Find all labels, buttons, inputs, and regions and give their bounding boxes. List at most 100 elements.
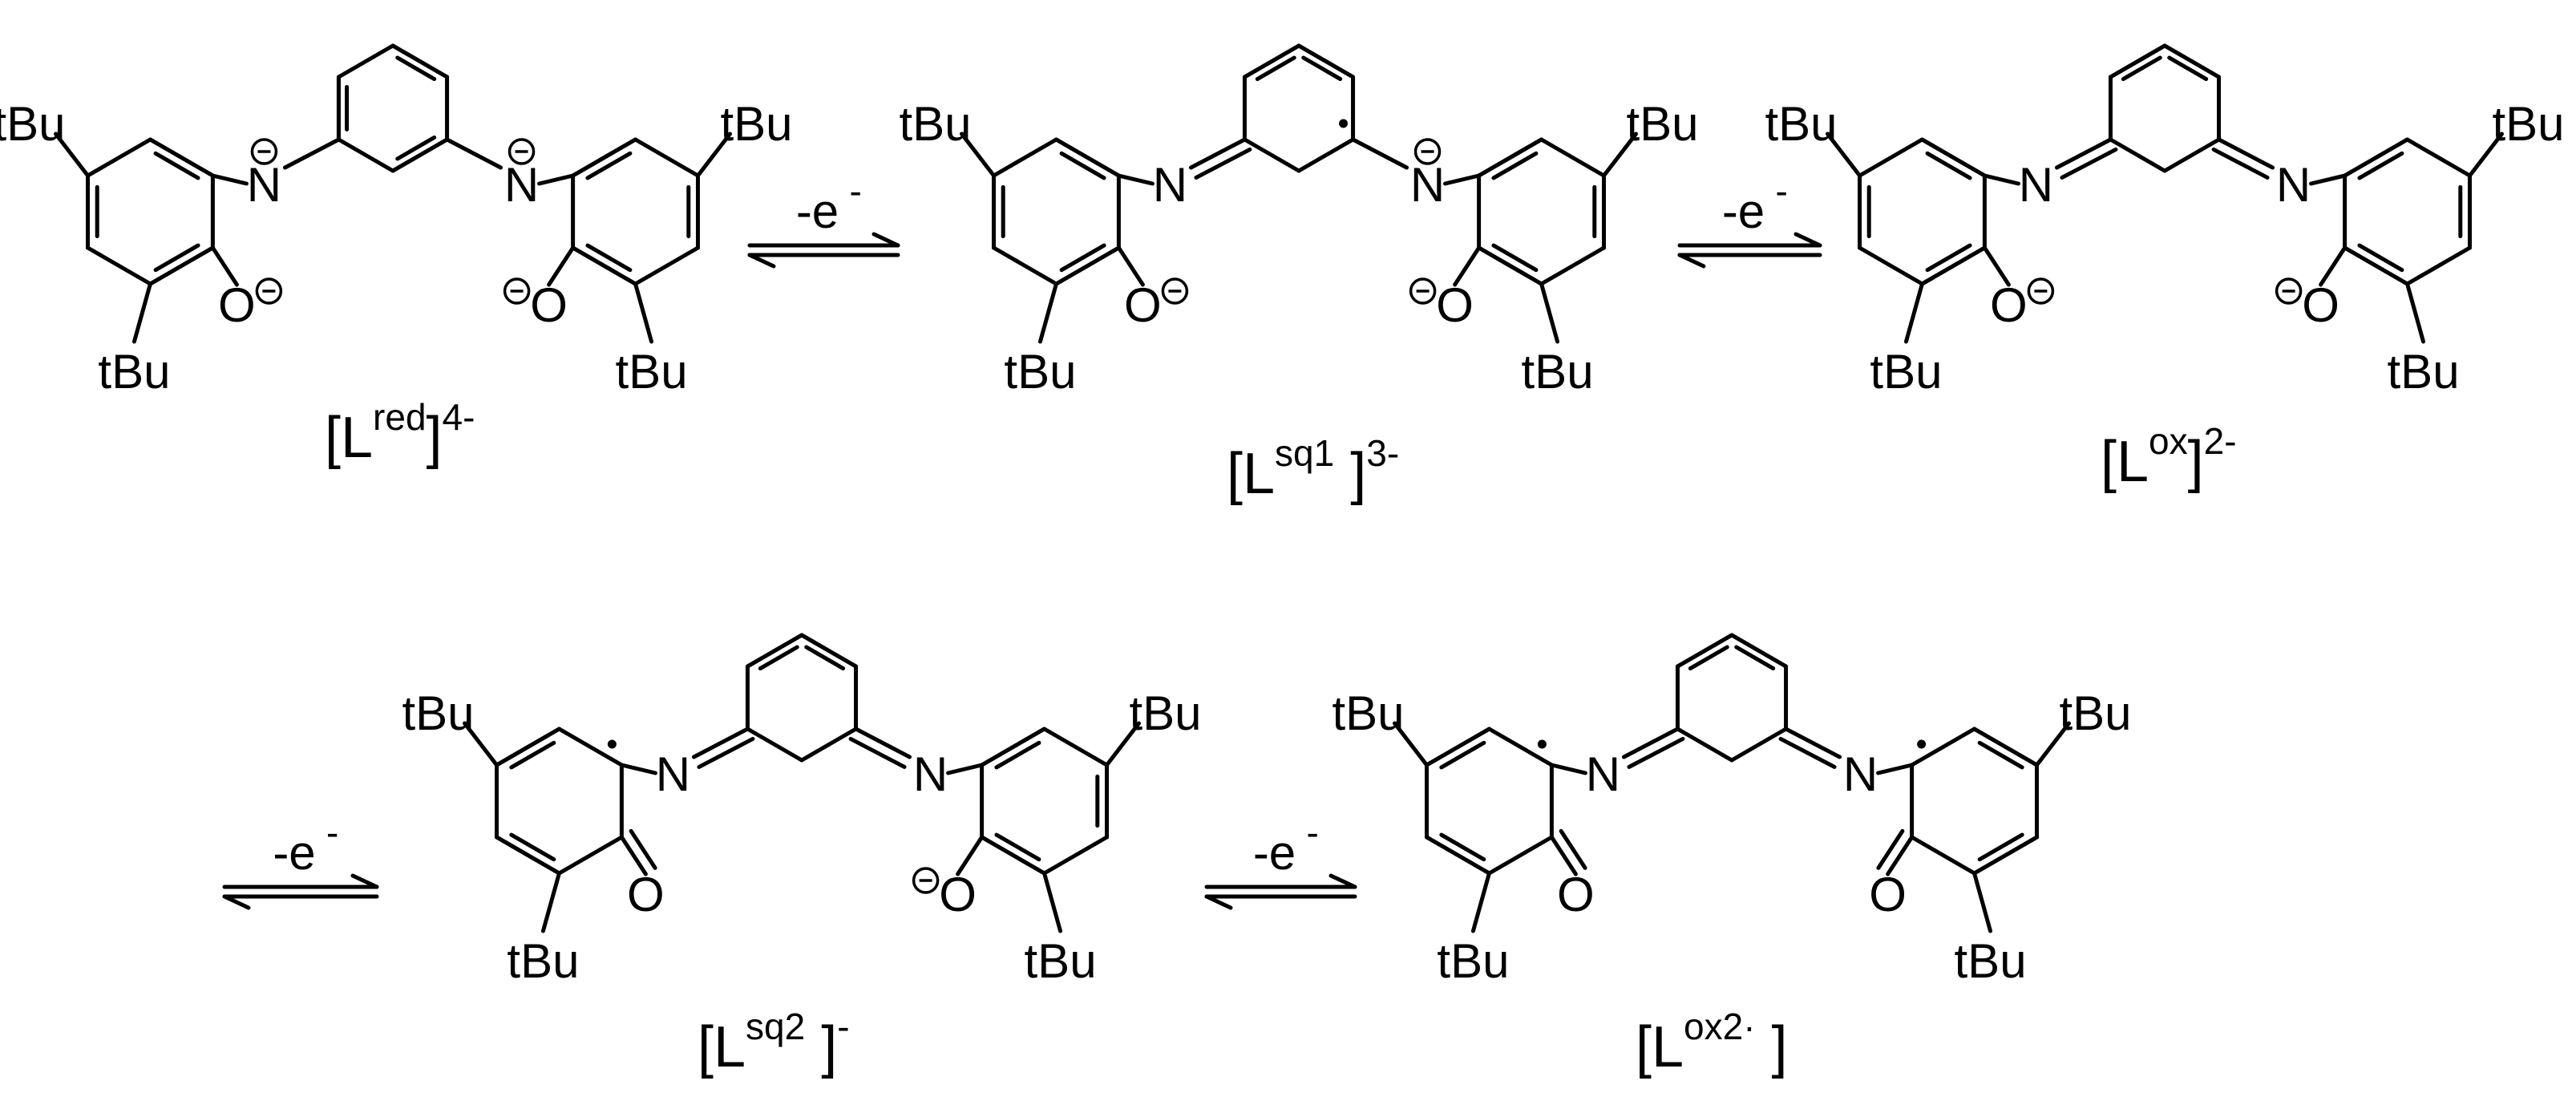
reverse-arrow-head [1677, 253, 1706, 269]
bond-line [1393, 721, 1430, 767]
oxygen-atom: O [2302, 278, 2339, 332]
double-bond-line [1491, 243, 1539, 273]
tbu-label: tBu [1626, 97, 1698, 151]
bond-line [1539, 245, 1606, 286]
bond-line [854, 727, 912, 759]
bond-line [1910, 835, 1977, 876]
bond-line [1972, 727, 2039, 767]
radical-dot-icon [607, 739, 617, 749]
double-bond-line [1627, 736, 1685, 769]
forward-arrow-head [350, 873, 379, 889]
negative-charge-icon [2027, 277, 2055, 305]
bond-line [1443, 173, 1482, 186]
species-label-text: [Lox]2- [2101, 420, 2237, 494]
bond-line [1729, 633, 1789, 669]
species-labels-layer: [Lred]4-[Lsq1 ]3-[Lox]2-[Lsq2 ]-[Lox2· ] [325, 396, 2237, 1079]
reverse-arrow-head [222, 894, 251, 910]
bond-line [992, 245, 1058, 286]
bond-line [1425, 727, 1491, 767]
double-bond-line [994, 740, 1041, 770]
double-bond-line [804, 645, 846, 671]
equilibrium-arrow: -e- [1677, 170, 1822, 269]
tbu-label: tBu [1437, 934, 1509, 988]
double-bond-line [629, 828, 657, 870]
oxygen-atom: O [530, 278, 568, 332]
bond-line [336, 43, 395, 79]
bond-line [1729, 727, 1789, 763]
reverse-arrow-head [747, 253, 776, 269]
bond-line [980, 835, 1047, 876]
bond-line [619, 763, 657, 775]
bond-line [799, 633, 859, 669]
nitrogen-atom: N [1843, 747, 1878, 801]
bond-line [1675, 727, 1734, 763]
tbu-label: tBu [1332, 686, 1404, 740]
double-bond-line [509, 740, 556, 770]
bond-line [2405, 137, 2472, 178]
double-bond-line [2121, 55, 2162, 82]
double-bond-line [994, 832, 1041, 862]
bond-line [86, 245, 152, 286]
equilibrium-arrow: -e- [222, 812, 379, 910]
bond-line [1858, 245, 1924, 286]
double-bond-line [2357, 243, 2404, 273]
bond-line [2034, 721, 2071, 767]
nitrogen-atom: N [1586, 747, 1620, 801]
bond-line [2319, 245, 2348, 287]
species-label-text: [Lred]4- [325, 396, 475, 470]
equilibrium-arrow: -e- [1204, 812, 1357, 910]
bond-line [1972, 835, 2039, 876]
bond-line [2405, 245, 2472, 286]
bond-line [537, 173, 576, 186]
bond-line [86, 137, 152, 178]
bond-line [1042, 835, 1109, 876]
bond-line [799, 727, 859, 763]
bond-line [1477, 245, 1544, 286]
bond-line [1784, 727, 1842, 759]
species-label-text: [Lox2· ] [1636, 1006, 1788, 1079]
bond-line [1621, 727, 1680, 759]
negative-charge-icon [508, 138, 536, 165]
species-label-2: [Lsq1 ]3- [1227, 432, 1399, 506]
double-bond-line [758, 645, 799, 671]
bond-line [2405, 281, 2426, 344]
negative-charge-icon [1409, 277, 1437, 305]
equilibrium-arrow: -e- [747, 170, 900, 269]
oxygen-atom: O [1557, 868, 1595, 921]
double-bond-line [1059, 151, 1106, 180]
bond-line [1242, 137, 1301, 173]
bond-line [1982, 173, 2020, 186]
bond-line [1188, 137, 1247, 170]
bond-line [1486, 727, 1554, 767]
double-bond-line [1925, 243, 1972, 273]
bond-line [495, 727, 561, 767]
oxygen-atom: O [1990, 278, 2028, 332]
bond-line [2343, 245, 2410, 286]
bond-line [148, 245, 215, 286]
bond-line [960, 132, 997, 178]
negative-charge-icon [912, 867, 940, 894]
step-label-superscript: - [850, 170, 862, 212]
bond-line [1053, 137, 1121, 178]
nitrogen-atom: N [1153, 158, 1187, 212]
bond-line [1903, 281, 1924, 344]
bond-line [1549, 763, 1587, 775]
species-label-3: [Lox]2- [2101, 420, 2237, 494]
bond-line [1886, 835, 1915, 876]
bond-line [2217, 137, 2275, 170]
double-bond-line [1778, 736, 1837, 769]
nitrogen-atom: N [247, 158, 281, 212]
bond-line [2108, 137, 2167, 173]
tbu-label: tBu [2059, 686, 2131, 740]
bond-line [1351, 137, 1409, 170]
bond-line [956, 835, 985, 876]
bond-line [540, 871, 561, 933]
species-label-text: [Lsq1 ]3- [1227, 432, 1399, 506]
step-label: -e [796, 184, 839, 238]
bond-line [556, 835, 624, 876]
tbu-label: tBu [2492, 97, 2564, 151]
double-bond-line [1977, 740, 2024, 770]
